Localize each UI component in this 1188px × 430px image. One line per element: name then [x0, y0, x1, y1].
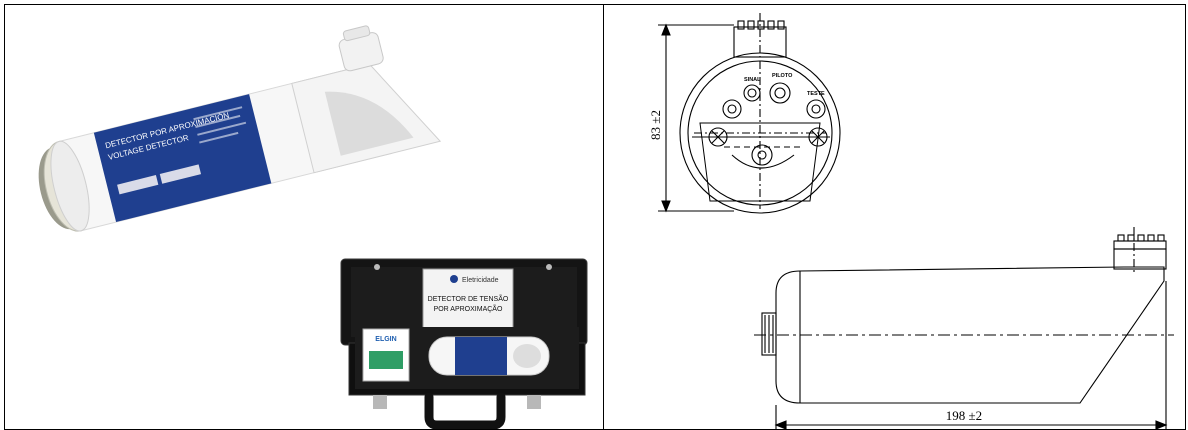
- photo-cell: DETECTOR POR APROXIMACIÓN VOLTAGE DETECT…: [4, 4, 604, 430]
- teste-label: TESTE: [807, 91, 825, 97]
- technical-drawings: SINAL PILOTO TESTE 83 ±2 198 ±2: [648, 13, 1174, 429]
- case-lid-label-line-1: DETECTOR DE TENSÃO: [428, 294, 509, 303]
- height-dimension-label: 83 ±2: [648, 110, 663, 140]
- piloto-label: PILOTO: [772, 73, 793, 79]
- length-dimension-label: 198 ±2: [946, 408, 982, 423]
- product-photo-illustration: DETECTOR POR APROXIMACIÓN VOLTAGE DETECT…: [38, 25, 588, 429]
- case-brand-label: Eletricidade: [462, 277, 499, 284]
- accessory-brand-label: ELGIN: [375, 336, 396, 343]
- carry-case-photo-icon: Eletricidade DETECTOR DE TENSÃO POR APRO…: [340, 258, 588, 429]
- sinal-label: SINAL: [744, 77, 761, 83]
- front-view-drawing: [658, 13, 841, 214]
- spec-table: DETECTOR POR APROXIMACIÓN VOLTAGE DETECT…: [4, 4, 1186, 430]
- drawing-cell: SINAL PILOTO TESTE 83 ±2 198 ±2: [603, 4, 1186, 430]
- case-lid-label-line-2: POR APROXIMAÇÃO: [434, 304, 503, 313]
- side-view-drawing: [754, 227, 1174, 429]
- detector-photo-icon: DETECTOR POR APROXIMACIÓN VOLTAGE DETECT…: [38, 25, 442, 232]
